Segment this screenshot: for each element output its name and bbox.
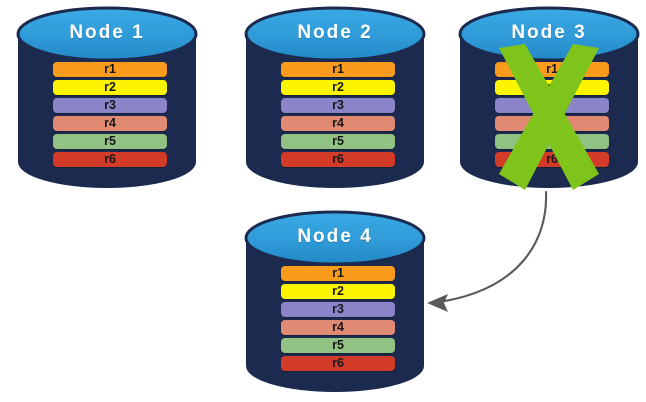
migration-arrow-line [430,190,548,305]
partition-row-list: r1 r2 r3 r4 r5 r6 [281,62,395,167]
partition-row[interactable]: r5 [281,134,395,149]
partition-row[interactable]: r6 [281,356,395,371]
partition-row[interactable]: r6 [53,152,167,167]
cylinder-top-ellipse [16,6,198,62]
partition-row[interactable]: r3 [281,98,395,113]
cylinder-top-ellipse [244,210,426,266]
migration-arrow-head [427,294,448,312]
partition-row-list: r1 r2 r3 r4 r5 r6 [53,62,167,167]
partition-row[interactable]: r1 [495,62,609,77]
partition-row[interactable]: r2 [281,284,395,299]
partition-row[interactable]: r4 [281,320,395,335]
partition-row[interactable]: r5 [495,134,609,149]
partition-row[interactable]: r1 [281,266,395,281]
partition-row[interactable]: r6 [495,152,609,167]
partition-row[interactable]: r5 [53,134,167,149]
partition-row[interactable]: r2 [281,80,395,95]
partition-row[interactable]: r4 [495,116,609,131]
partition-row[interactable]: r1 [281,62,395,77]
partition-row[interactable]: r6 [281,152,395,167]
partition-row[interactable]: r5 [281,338,395,353]
partition-row[interactable]: r3 [281,302,395,317]
partition-row-list: r1 r2 r3 r4 r5 r6 [281,266,395,371]
partition-row[interactable]: r3 [495,98,609,113]
partition-row-list: r1 r2 r3 r4 r5 r6 [495,62,609,167]
cylinder-top-ellipse [458,6,640,62]
partition-row[interactable]: r3 [53,98,167,113]
partition-row[interactable]: r2 [495,80,609,95]
partition-row[interactable]: r4 [53,116,167,131]
cylinder-top-ellipse [244,6,426,62]
partition-row[interactable]: r4 [281,116,395,131]
partition-row[interactable]: r1 [53,62,167,77]
partition-row[interactable]: r2 [53,80,167,95]
